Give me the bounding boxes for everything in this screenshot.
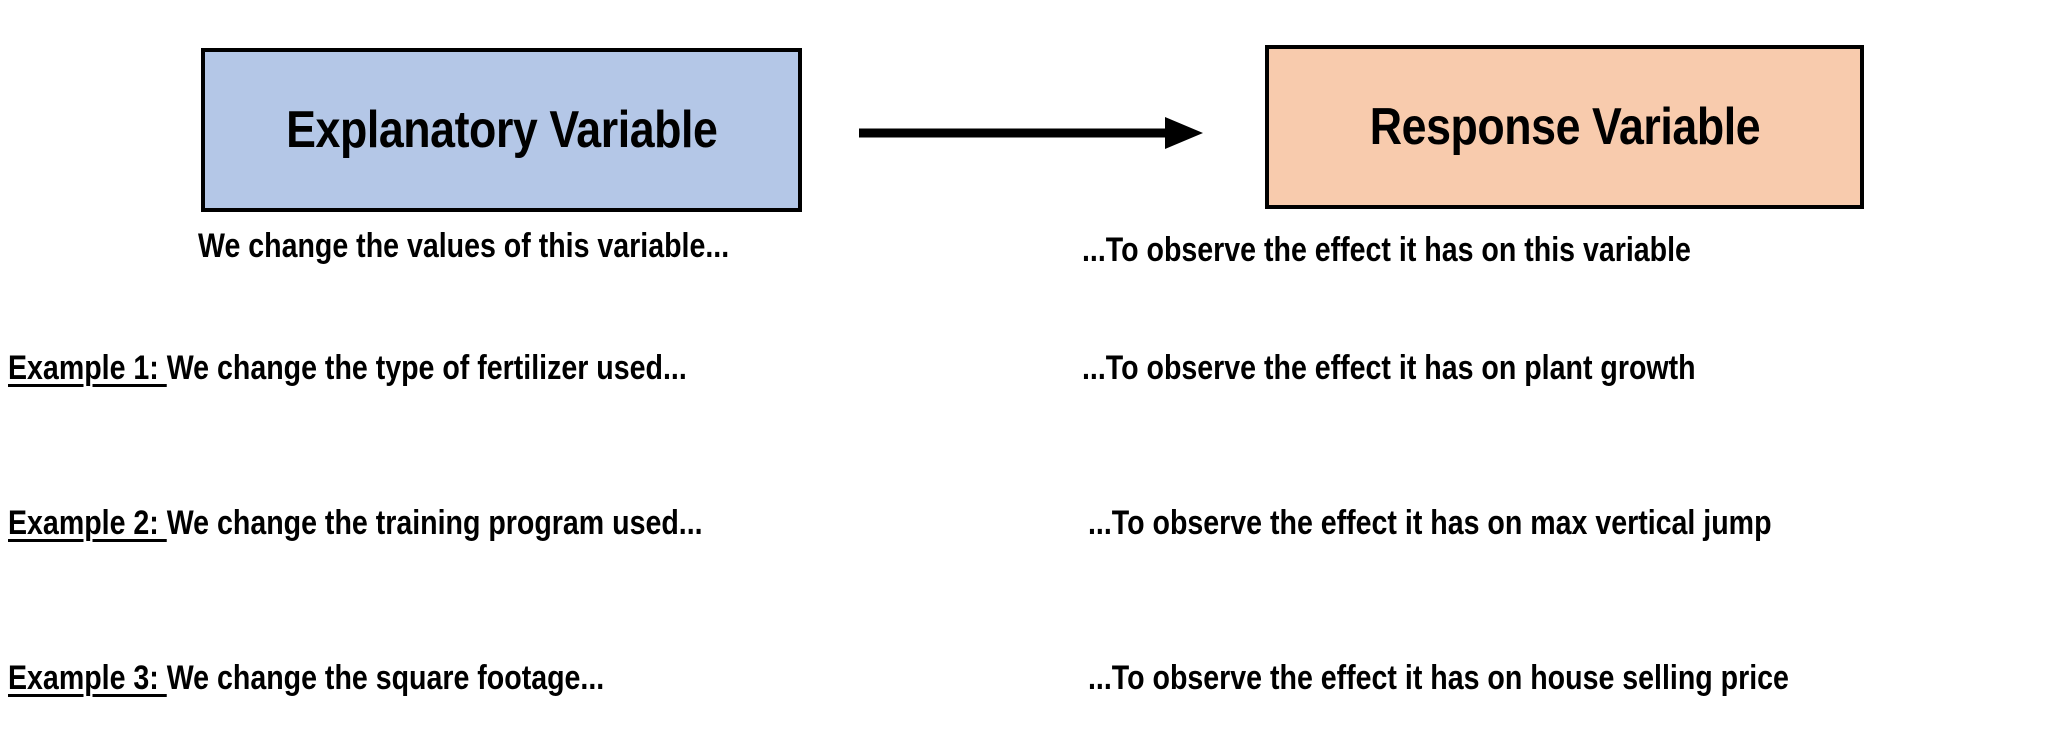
example-3-right-text: ...To observe the effect it has on house… — [1088, 659, 1789, 697]
example-2-tag: Example 2: — [8, 504, 167, 542]
example-3-left-row: Example 3: We change the square footage.… — [8, 659, 605, 697]
example-1-left-text: We change the type of fertilizer used... — [166, 349, 687, 387]
example-3-left-text: We change the square footage... — [166, 659, 605, 697]
response-variable-box: Response Variable — [1265, 45, 1864, 209]
example-1-tag: Example 1: — [8, 349, 167, 387]
explanatory-variable-box: Explanatory Variable — [201, 48, 802, 212]
explanatory-variable-label: Explanatory Variable — [285, 101, 718, 159]
example-3-tag: Example 3: — [8, 659, 167, 697]
example-1-left-row: Example 1: We change the type of fertili… — [8, 349, 687, 387]
example-1-right-text: ...To observe the effect it has on plant… — [1082, 349, 1696, 387]
response-variable-label: Response Variable — [1369, 98, 1760, 156]
response-caption: ...To observe the effect it has on this … — [1082, 231, 1691, 269]
explanatory-caption: We change the values of this variable... — [198, 227, 730, 265]
right-arrow-icon — [859, 117, 1203, 149]
example-2-left-row: Example 2: We change the training progra… — [8, 504, 703, 542]
example-2-left-text: We change the training program used... — [166, 504, 703, 542]
example-2-right-text: ...To observe the effect it has on max v… — [1088, 504, 1772, 542]
